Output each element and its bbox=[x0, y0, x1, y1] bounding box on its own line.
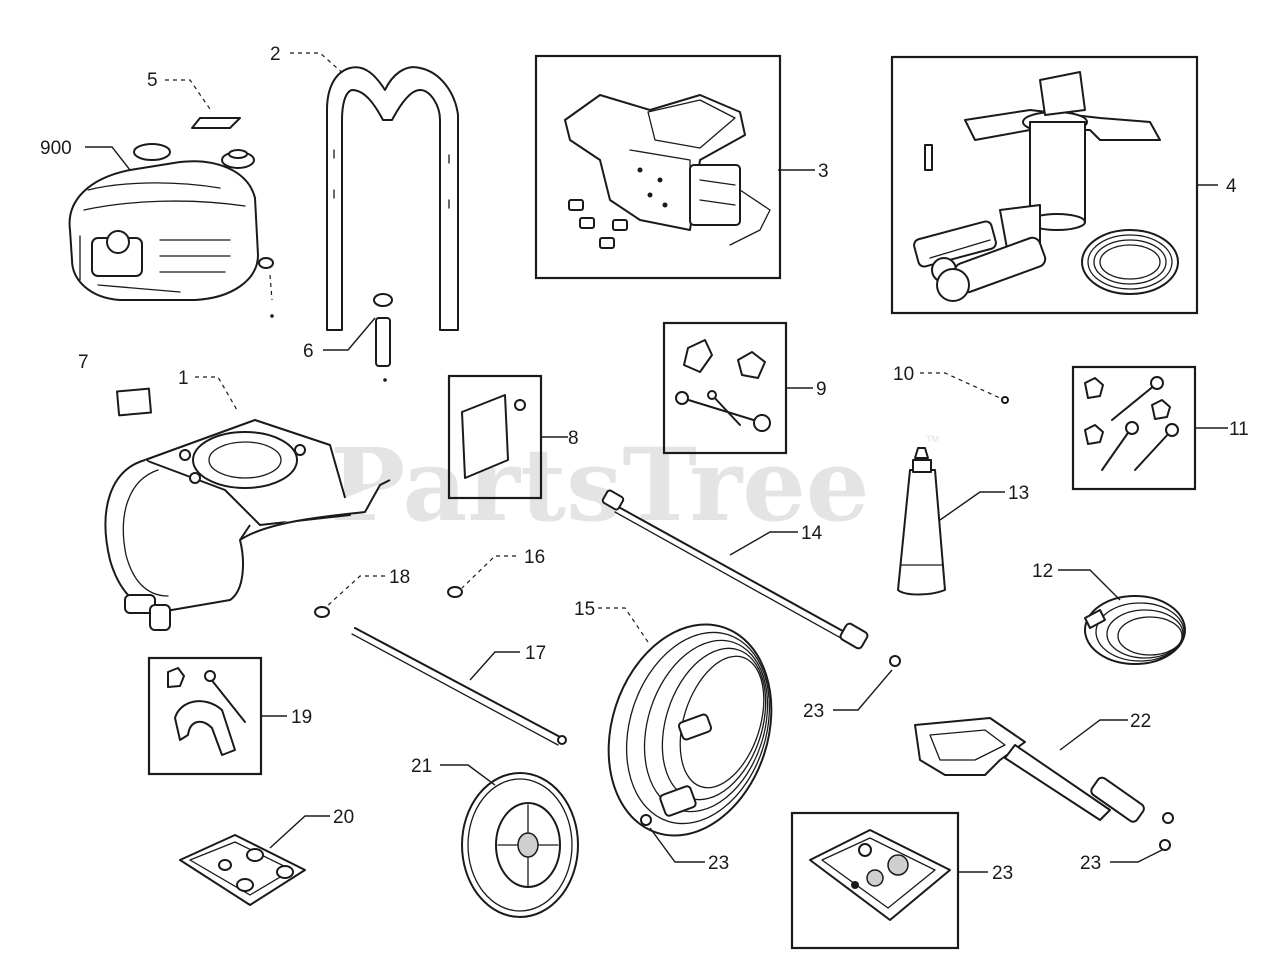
box-part-3 bbox=[534, 54, 782, 280]
part-gun-22 bbox=[914, 717, 1174, 824]
part-clamp-19 bbox=[167, 667, 246, 756]
callout-14: 14 bbox=[801, 523, 823, 544]
callout-22: 22 bbox=[1130, 711, 1151, 732]
watermark: PartsTree bbox=[330, 426, 870, 544]
callout-9: 9 bbox=[816, 379, 827, 400]
callout-13: 13 bbox=[1008, 483, 1029, 504]
callout-23-wand: 23 bbox=[803, 701, 824, 722]
part-panel-8 bbox=[461, 394, 526, 479]
part-pump-4 bbox=[913, 71, 1179, 302]
callout-23-hose: 23 bbox=[708, 853, 729, 874]
part-coil-12 bbox=[1084, 595, 1186, 665]
part-knob-6 bbox=[373, 293, 393, 382]
callout-1: 1 bbox=[178, 368, 189, 389]
box-part-23 bbox=[790, 811, 960, 950]
part-bracket-3 bbox=[564, 94, 771, 249]
callout-3: 3 bbox=[818, 161, 829, 182]
part-wand-14 bbox=[601, 489, 901, 667]
part-hardware-9 bbox=[675, 339, 771, 432]
part-decal-7 bbox=[116, 387, 152, 417]
callout-19: 19 bbox=[291, 707, 312, 728]
callout-17: 17 bbox=[525, 643, 546, 664]
callout-4: 4 bbox=[1226, 176, 1237, 197]
part-oring bbox=[640, 814, 652, 826]
part-bottle-13 bbox=[897, 447, 946, 596]
part-nozzle-pack-23 bbox=[809, 829, 951, 921]
callout-8: 8 bbox=[568, 428, 579, 449]
part-decal-5 bbox=[191, 117, 241, 129]
part-ring-16 bbox=[447, 586, 463, 598]
part-engine bbox=[68, 143, 259, 301]
callout-16: 16 bbox=[524, 547, 545, 568]
part-bag-20 bbox=[179, 834, 306, 906]
callout-5: 5 bbox=[147, 70, 158, 91]
part-wheel-21 bbox=[461, 772, 579, 918]
callout-23-gun: 23 bbox=[1080, 853, 1101, 874]
part-ring-18 bbox=[314, 606, 330, 618]
callout-900: 900 bbox=[40, 138, 72, 159]
callout-15: 15 bbox=[574, 599, 595, 620]
leader-lines bbox=[85, 52, 1228, 873]
callout-18: 18 bbox=[389, 567, 410, 588]
part-bolts-11 bbox=[1084, 376, 1179, 471]
callout-10: 10 bbox=[893, 364, 914, 385]
callout-7: 7 bbox=[78, 352, 89, 373]
part-oring-b bbox=[1159, 839, 1171, 851]
callout-20: 20 bbox=[333, 807, 354, 828]
watermark-trademark: ™ bbox=[925, 433, 940, 450]
part-washer bbox=[258, 257, 274, 269]
part-pin-10 bbox=[1001, 396, 1009, 404]
callout-6: 6 bbox=[303, 341, 314, 362]
part-frame-1 bbox=[104, 419, 391, 631]
callout-2: 2 bbox=[270, 44, 281, 65]
callout-21: 21 bbox=[411, 756, 432, 777]
callout-12: 12 bbox=[1032, 561, 1053, 582]
part-axle-17 bbox=[351, 627, 567, 746]
part-hose-15 bbox=[607, 623, 773, 837]
callout-11: 11 bbox=[1229, 419, 1249, 440]
callout-23-pack: 23 bbox=[992, 863, 1013, 884]
part-handle bbox=[326, 66, 459, 331]
